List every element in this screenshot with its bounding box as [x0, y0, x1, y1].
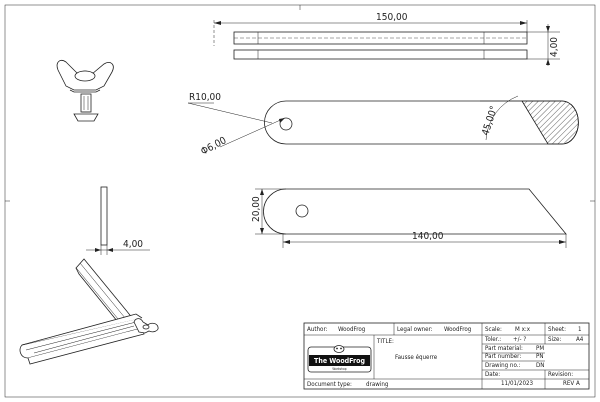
dim-4-edge: 4,00 — [123, 239, 143, 250]
toler-label: Toler.: — [484, 336, 501, 343]
date-label: Date: — [485, 371, 500, 378]
title-label: TITLE: — [376, 338, 394, 345]
edge-view-bar: 4,00 — [86, 186, 150, 255]
revision-label: Revision: — [548, 371, 573, 378]
pivot-hole — [279, 117, 293, 131]
size-label: Size: — [548, 336, 561, 343]
drawing-no-label: Drawing no.: — [485, 362, 521, 369]
document-type-value: drawing — [366, 381, 389, 388]
size-value: A4 — [576, 336, 584, 343]
legal-owner-label: Legal owner: — [397, 326, 433, 333]
part-material-label: Part material: — [485, 345, 523, 352]
title-block: Author: WoodFrog Legal owner: WoodFrog S… — [303, 322, 590, 390]
wing-nut-iso — [56, 60, 114, 122]
sheet-value: 1 — [578, 326, 582, 333]
scale-label: Scale: — [485, 326, 502, 333]
revision-value: REV A — [563, 380, 580, 387]
blade-hole — [295, 204, 309, 218]
woodfrog-logo: The WoodFrog Workshop — [307, 345, 372, 373]
part-material-value: PM — [536, 345, 544, 352]
title-value: Fausse équerre — [395, 353, 438, 361]
drawing-no-value: DN — [536, 362, 544, 369]
top-view: 150,00 4,00 — [213, 12, 560, 66]
sheet-label: Sheet: — [548, 326, 566, 333]
date-value: 11/01/2023 — [501, 380, 534, 387]
dim-r10: R10,00 — [189, 92, 221, 103]
logo-text: The WoodFrog — [314, 357, 365, 365]
legal-owner-value: WoodFrog — [444, 326, 472, 333]
dim-4-top: 4,00 — [549, 37, 560, 57]
top-bar-lower — [233, 49, 528, 60]
dim-150: 150,00 — [376, 12, 408, 23]
logo-sub: Workshop — [332, 367, 346, 371]
scale-value: M x:x — [515, 326, 531, 333]
blade-outline — [263, 188, 567, 235]
dim-phi6: Φ6,00 — [199, 135, 228, 158]
iso-assembly — [19, 258, 159, 365]
part-number-label: Part number: — [485, 353, 521, 360]
author-value: WoodFrog — [338, 326, 366, 333]
dim-20: 20,00 — [251, 196, 262, 222]
side-view-blade: 20,00 140,00 — [251, 188, 567, 248]
edge-bar — [100, 186, 108, 246]
front-view-arm: 45,00° R10,00 Φ6,00 — [187, 92, 579, 158]
document-type-label: Document type: — [307, 381, 352, 388]
author-label: Author: — [307, 326, 328, 333]
toler-value: +/- ? — [513, 336, 526, 343]
cut-hatch — [521, 100, 579, 145]
part-number-value: PN — [536, 353, 544, 360]
dim-140: 140,00 — [412, 231, 444, 242]
